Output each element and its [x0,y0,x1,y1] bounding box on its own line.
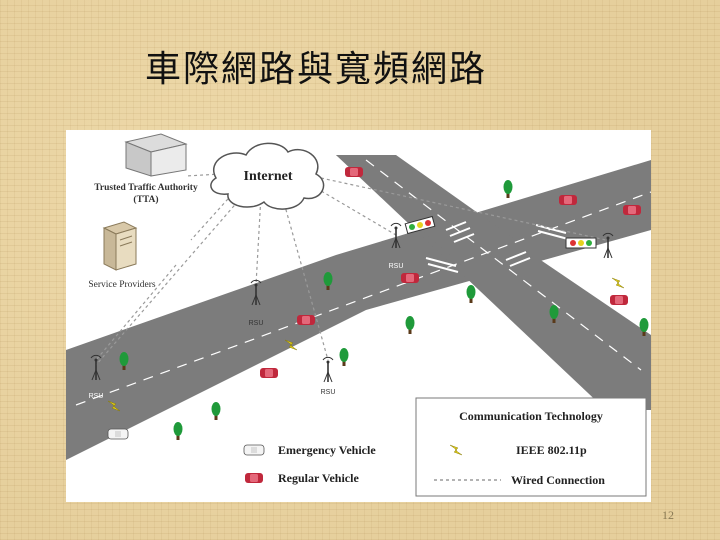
legend-emergency-vehicle-icon [243,444,265,456]
rsu-label: RSU [249,320,264,327]
regular-vehicle-icon [623,205,641,215]
service-providers-server-icon [102,221,138,271]
legend-wired-label: Wired Connection [511,473,605,487]
tta-building-icon [124,133,188,177]
tree-icon [405,316,415,334]
tta-label-line2: (TTA) [133,194,158,205]
tree-icon [503,180,513,198]
service-providers-label: Service Providers [88,280,156,290]
slide-title: 車際網路與寬頻網路 [145,49,488,90]
legend-emergency-label: Emergency Vehicle [278,443,376,457]
regular-vehicle-icon [297,315,315,325]
cross-road-center-line [365,159,642,371]
tree-icon [173,422,183,440]
tree-icon [211,402,221,420]
cross-road-upper [336,155,516,265]
legend-ieee-label: IEEE 802.11p [516,443,587,457]
internet-cloud [210,142,325,210]
regular-vehicle-icon [401,273,419,283]
legend-title: Communication Technology [459,409,603,423]
emergency-vehicle-icon [107,428,129,440]
regular-vehicle-icon [559,195,577,205]
rsu-label: RSU [604,267,619,274]
diagram-canvas: Internet Trusted Traffic Authority (TTA)… [66,133,651,497]
main-road-center-line [75,191,651,406]
rsu-tower-icon [322,356,334,383]
legend-regular-vehicle-icon [245,473,263,483]
traffic-light-icon [404,215,436,235]
rsu-label: RSU [389,263,404,270]
wireless-signal-icon [611,277,625,289]
internet-label: Internet [244,169,293,184]
rsu-label: RSU [321,389,336,396]
legend-regular-label: Regular Vehicle [278,471,359,485]
network-diagram: Internet Trusted Traffic Authority (TTA)… [66,130,651,502]
rsu-label: RSU [89,393,104,400]
regular-vehicle-icon [345,167,363,177]
wired-connections [95,173,607,366]
tta-label-line1: Trusted Traffic Authority [94,183,198,193]
regular-vehicle-icon [260,368,278,378]
regular-vehicle-icon [610,295,628,305]
traffic-light-icon [565,237,597,249]
crosswalks [425,221,569,273]
tree-icon [466,285,476,303]
tree-icon [339,348,349,366]
page-number: 12 [662,508,674,522]
